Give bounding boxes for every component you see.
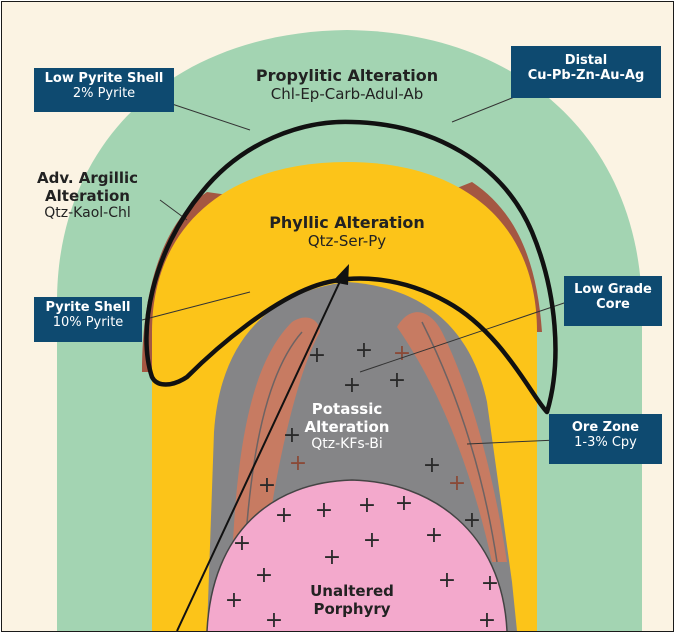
svg-text:+: +: [481, 571, 499, 596]
svg-text:+: +: [423, 453, 441, 478]
propylitic-title: Propylitic Alteration: [222, 66, 472, 85]
potassic-title-1: Potassic: [287, 400, 407, 418]
svg-text:+: +: [355, 338, 373, 363]
pyrite-shell-title: Pyrite Shell: [40, 301, 136, 316]
svg-text:+: +: [258, 473, 276, 498]
propylitic-minerals: Chl-Ep-Carb-Adul-Ab: [222, 85, 472, 103]
phyllic-title: Phyllic Alteration: [247, 213, 447, 232]
ore-zone-title: Ore Zone: [555, 421, 656, 436]
argillic-title-1: Adv. Argillic: [20, 169, 155, 187]
callout-low-grade-core: Low Grade Core: [564, 276, 662, 326]
porphyry-title-1: Unaltered: [292, 582, 412, 600]
svg-text:+: +: [323, 545, 341, 570]
svg-text:+: +: [265, 608, 283, 631]
phyllic-minerals: Qtz-Ser-Py: [247, 232, 447, 250]
potassic-title-2: Alteration: [287, 418, 407, 436]
svg-text:+: +: [393, 341, 411, 366]
svg-text:+: +: [255, 563, 273, 588]
svg-text:+: +: [315, 498, 333, 523]
callout-distal: Distal Cu-Pb-Zn-Au-Ag: [511, 46, 661, 98]
potassic-minerals: Qtz-KFs-Bi: [287, 436, 407, 453]
svg-text:+: +: [388, 368, 406, 393]
argillic-label: Adv. Argillic Alteration Qtz-Kaol-Chl: [20, 169, 155, 222]
svg-text:+: +: [289, 451, 307, 476]
low-grade-core-title: Low Grade: [570, 283, 656, 298]
svg-text:+: +: [478, 608, 496, 631]
svg-text:+: +: [275, 503, 293, 528]
low-pyrite-shell-title: Low Pyrite Shell: [40, 72, 168, 87]
potassic-label: Potassic Alteration Qtz-KFs-Bi: [287, 400, 407, 453]
low-grade-core-detail: Core: [570, 298, 656, 313]
svg-text:+: +: [225, 588, 243, 613]
distal-detail: Cu-Pb-Zn-Au-Ag: [517, 69, 655, 84]
argillic-minerals: Qtz-Kaol-Chl: [20, 205, 155, 222]
low-pyrite-shell-detail: 2% Pyrite: [40, 87, 168, 102]
svg-text:+: +: [463, 508, 481, 533]
svg-text:+: +: [425, 523, 443, 548]
svg-text:+: +: [233, 531, 251, 556]
svg-text:+: +: [395, 491, 413, 516]
ore-zone-detail: 1-3% Cpy: [555, 436, 656, 451]
svg-text:+: +: [438, 568, 456, 593]
propylitic-label: Propylitic Alteration Chl-Ep-Carb-Adul-A…: [222, 66, 472, 103]
pyrite-shell-detail: 10% Pyrite: [40, 316, 136, 331]
svg-text:+: +: [358, 493, 376, 518]
svg-text:+: +: [363, 528, 381, 553]
svg-text:+: +: [343, 373, 361, 398]
distal-title: Distal: [517, 54, 655, 69]
callout-pyrite-shell: Pyrite Shell 10% Pyrite: [34, 297, 142, 342]
phyllic-label: Phyllic Alteration Qtz-Ser-Py: [247, 213, 447, 250]
svg-text:+: +: [448, 471, 466, 496]
porphyry-title-2: Porphyry: [292, 600, 412, 618]
argillic-title-2: Alteration: [20, 187, 155, 205]
callout-ore-zone: Ore Zone 1-3% Cpy: [549, 414, 662, 464]
callout-low-pyrite-shell: Low Pyrite Shell 2% Pyrite: [34, 68, 174, 112]
porphyry-label: Unaltered Porphyry: [292, 582, 412, 618]
